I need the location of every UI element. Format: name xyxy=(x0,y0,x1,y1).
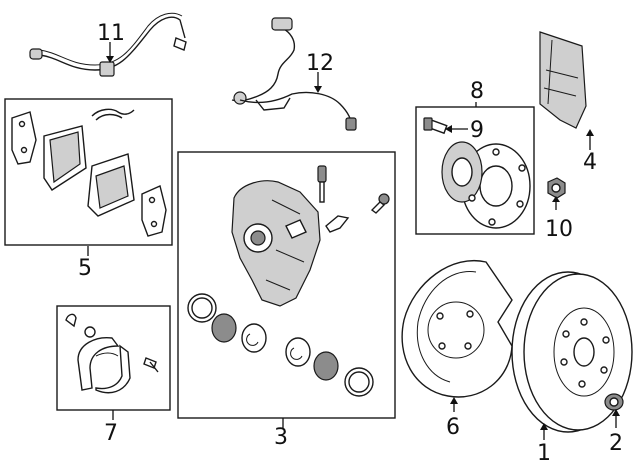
abs-sensor xyxy=(231,17,357,131)
brake-hose xyxy=(29,12,187,77)
callout-10: 10 xyxy=(545,217,573,242)
splash-shield xyxy=(539,31,587,129)
caliper-assembly xyxy=(187,165,390,397)
pad-kit-parts xyxy=(11,108,167,237)
rotor-screw xyxy=(604,393,624,411)
callout-3: 3 xyxy=(274,425,288,450)
callout-7: 7 xyxy=(104,421,118,446)
pad-kit-box xyxy=(4,98,173,246)
callout-1: 1 xyxy=(537,441,551,466)
callout-2: 2 xyxy=(609,431,623,456)
callout-4: 4 xyxy=(583,150,597,175)
brake-rotor xyxy=(511,271,633,433)
callout-5: 5 xyxy=(78,256,92,281)
hub-bearing xyxy=(423,117,531,229)
hub-box xyxy=(415,106,535,235)
callout-12: 12 xyxy=(306,51,334,76)
caliper-box xyxy=(177,151,396,419)
parking-shoe-kit xyxy=(65,313,159,394)
callout-8: 8 xyxy=(470,79,484,104)
callout-6: 6 xyxy=(446,415,460,440)
callout-11: 11 xyxy=(97,21,125,46)
callout-9: 9 xyxy=(470,118,484,143)
hub-nut xyxy=(547,177,566,199)
backing-plate xyxy=(401,260,513,398)
